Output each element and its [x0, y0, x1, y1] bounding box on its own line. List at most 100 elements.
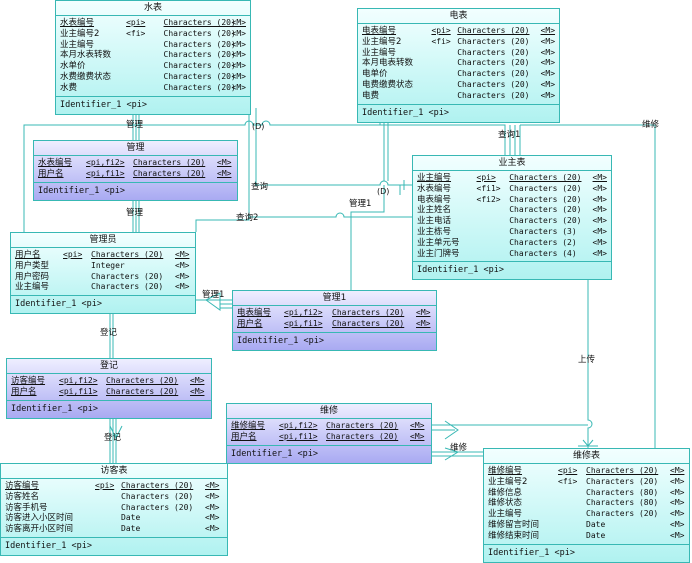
attribute-row[interactable]: 业主编号2<fi>Characters (20)<M> — [60, 29, 246, 40]
attribute-row[interactable]: 水表编号<pi,fi2>Characters (20)<M> — [38, 158, 233, 169]
attribute-type: Characters (20) — [91, 282, 164, 292]
attribute-key — [63, 282, 91, 293]
attribute-name: 电表编号 — [417, 194, 452, 205]
attribute-type: Date — [121, 524, 141, 534]
attribute-m: <M> — [231, 28, 246, 38]
attribute-key — [431, 91, 457, 102]
entity-title: 维修表 — [484, 449, 689, 464]
attribute-row[interactable]: 用户名<pi,fi1>Characters (20)<M> — [231, 432, 427, 443]
attribute-m: <M> — [670, 519, 685, 529]
entity-repairtbl[interactable]: 维修表维修编号<pi>Characters (20)<M>业主编号2<fi>Ch… — [483, 448, 690, 563]
attribute-type: Characters (20) — [163, 82, 236, 92]
entity-elec[interactable]: 电表电表编号<pi>Characters (20)<M>业主编号2<fi>Cha… — [357, 8, 560, 123]
relation-label[interactable]: 管理1 — [202, 290, 225, 300]
identifier: Identifier_1 <pi> — [5, 540, 92, 551]
attribute-name: 用户名 — [38, 168, 64, 179]
attribute-row[interactable]: 业主编号2<fi>Characters (20)<M> — [362, 37, 555, 48]
relation-label[interactable]: 登记 — [104, 433, 122, 443]
attribute-row[interactable]: 业主编号<pi>Characters (20)<M> — [417, 173, 607, 184]
attribute-row[interactable]: 用户名<pi,fi1>Characters (20)<M> — [38, 169, 233, 180]
attribute-m: <M> — [592, 205, 607, 215]
attribute-row[interactable]: 电表编号<fi2>Characters (20)<M> — [417, 195, 607, 206]
attribute-row[interactable]: 水表编号<fi1>Characters (20)<M> — [417, 184, 607, 195]
attribute-type: Characters (20) — [509, 194, 582, 204]
association-manage[interactable]: 管理水表编号<pi,fi2>Characters (20)<M>用户名<pi,f… — [33, 140, 238, 201]
relation-label[interactable]: 查询2 — [236, 213, 259, 223]
attribute-row[interactable]: 水表编号<pi>Characters (20)<M> — [60, 18, 246, 29]
relation-label[interactable]: 查询 — [251, 182, 269, 192]
attribute-row[interactable]: 本月电表转数 Characters (20) <M> — [362, 58, 555, 69]
relation-label[interactable]: 管理 — [126, 120, 144, 130]
relation-label[interactable]: 维修 — [642, 120, 660, 130]
relation-label[interactable]: 登记 — [100, 328, 118, 338]
entity-owner[interactable]: 业主表业主编号<pi>Characters (20)<M>水表编号<fi1>Ch… — [412, 155, 612, 281]
attribute-type: Characters (20) — [457, 58, 530, 68]
attribute-type: Characters (20) — [509, 183, 582, 193]
attribute-row[interactable]: 维修编号<pi>Characters (20)<M> — [488, 466, 685, 477]
attribute-row[interactable]: 用户名<pi,fi1>Characters (20)<M> — [237, 319, 432, 330]
attribute-row[interactable]: 用户名<pi,fi1>Characters (20)<M> — [11, 387, 207, 398]
attribute-row[interactable]: 维修编号<pi,fi2>Characters (20)<M> — [231, 421, 427, 432]
relation-label[interactable]: 管理 — [126, 208, 144, 218]
identifier: Identifier_1 <pi> — [237, 335, 324, 346]
link-manage1-up — [350, 185, 385, 290]
attribute-list: 业主编号<pi>Characters (20)<M>水表编号<fi1>Chara… — [413, 171, 611, 263]
association-repair[interactable]: 维修维修编号<pi,fi2>Characters (20)<M>用户名<pi,f… — [226, 403, 432, 464]
relation-label[interactable]: 维修 — [450, 443, 468, 453]
attribute-name: 本月电表转数 — [362, 58, 414, 69]
relation-label[interactable]: 上传 — [578, 355, 596, 365]
attribute-key: <pi,fi1> — [86, 168, 125, 178]
attribute-row[interactable]: 用户名<pi>Characters (20)<M> — [15, 250, 191, 261]
attribute-m: <M> — [540, 90, 556, 100]
attribute-row[interactable]: 电表编号<pi,fi2>Characters (20)<M> — [237, 308, 432, 319]
attribute-type: Characters (20) — [133, 168, 206, 178]
attribute-m: <M> — [540, 58, 556, 68]
crowfoot — [578, 439, 598, 447]
attribute-name: 用户名 — [11, 386, 37, 397]
relation-label[interactable]: 查询1 — [498, 130, 521, 140]
attribute-row[interactable]: 访客编号<pi,fi2>Characters (20)<M> — [11, 376, 207, 387]
link-admin-query2 — [195, 108, 250, 232]
attribute-key — [477, 249, 510, 260]
association-register[interactable]: 登记访客编号<pi,fi2>Characters (20)<M>用户名<pi,f… — [6, 358, 212, 419]
attribute-row[interactable]: 业主编号2<fi>Characters (20)<M> — [488, 477, 685, 488]
attribute-name: 访客姓名 — [5, 491, 40, 502]
relation-label[interactable]: 管理1 — [349, 199, 372, 209]
attribute-row[interactable]: 电表编号<pi>Characters (20)<M> — [362, 26, 555, 37]
attribute-key — [126, 40, 163, 51]
attribute-row[interactable]: 访客编号<pi>Characters (20)<M> — [5, 481, 223, 492]
attribute-key — [95, 503, 121, 514]
entity-water[interactable]: 水表水表编号<pi>Characters (20)<M>业主编号2<fi>Cha… — [55, 0, 251, 115]
attribute-name: 维修信息 — [488, 487, 523, 498]
